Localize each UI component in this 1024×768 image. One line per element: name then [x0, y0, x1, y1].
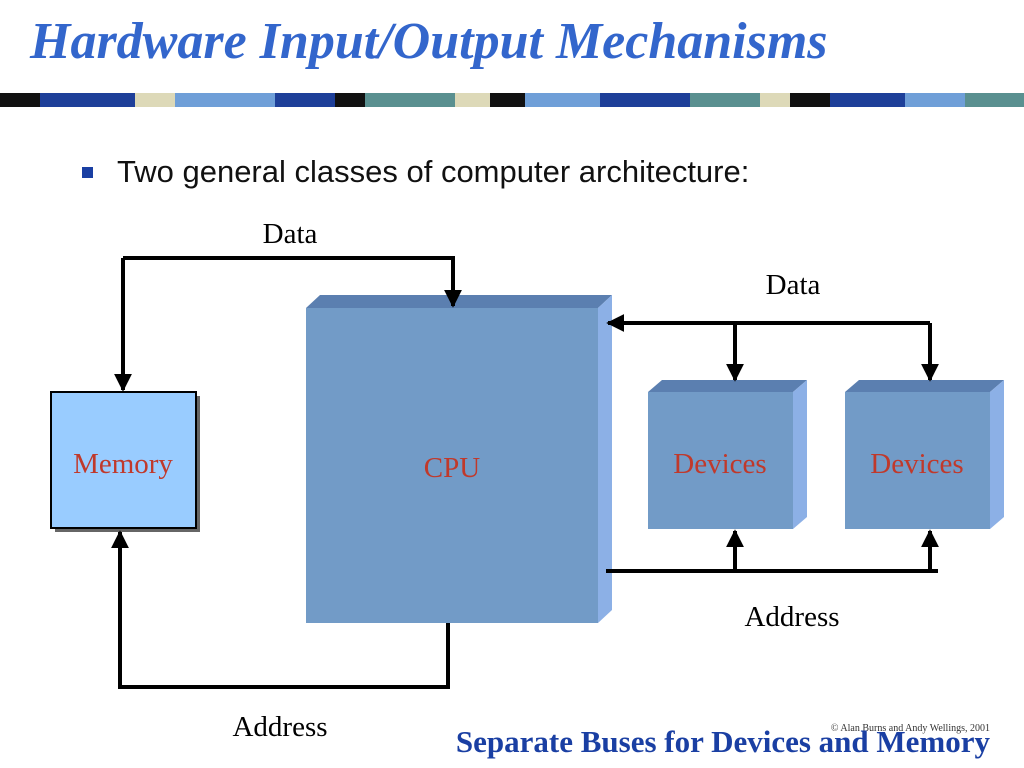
device-label-1: Devices: [673, 448, 766, 480]
memory-address-bus: [111, 530, 450, 689]
device-data-bus-label: Data: [766, 269, 821, 301]
memory-data-bus: [114, 256, 462, 392]
square-bullet-icon: [82, 166, 93, 178]
device-address-bus-label: Address: [744, 601, 839, 633]
memory-label: Memory: [73, 448, 173, 480]
memory-box: Memory: [50, 391, 200, 532]
device-address-bus: [606, 529, 939, 573]
copyright-notice: © Alan Burns and Andy Wellings, 2001: [830, 723, 990, 734]
memory-data-bus-label: Data: [263, 218, 318, 250]
cpu-box: CPU: [306, 295, 612, 623]
device-box-2: Devices: [845, 380, 1004, 529]
bullet-text: Two general classes of computer architec…: [117, 154, 750, 189]
device-box-1: Devices: [648, 380, 807, 529]
bullet-item: Two general classes of computer architec…: [82, 154, 749, 190]
slide-footer: Separate Buses for Devices and Memory: [455, 724, 990, 759]
device-data-bus: [606, 314, 939, 382]
memory-address-bus-label: Address: [232, 711, 327, 743]
device-label-2: Devices: [870, 448, 963, 480]
cpu-label: CPU: [424, 452, 480, 484]
decorative-stripe-bar: [0, 93, 1024, 107]
slide-title: Hardware Input/Output Mechanisms: [30, 13, 828, 70]
